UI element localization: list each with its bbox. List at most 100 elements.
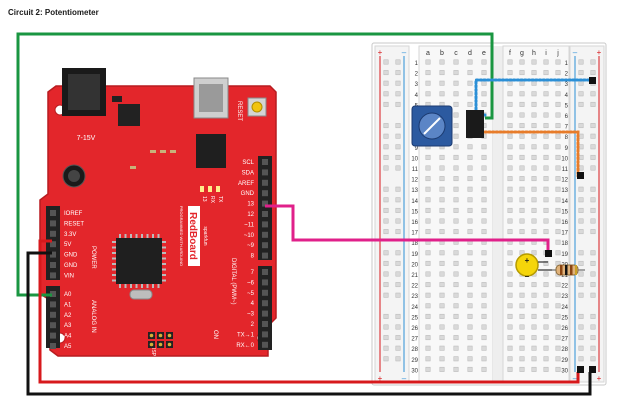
mcu-pin	[162, 257, 166, 260]
pin-label: TX→1	[237, 332, 255, 338]
breadboard-hole	[531, 345, 537, 351]
rail-hole	[578, 101, 584, 107]
led-label-13: 13	[201, 196, 207, 202]
breadboard-hole	[439, 335, 445, 341]
breadboard-hole	[481, 101, 487, 107]
breadboard-hole	[531, 324, 537, 330]
breadboard-hole	[481, 154, 487, 160]
rail-hole	[590, 144, 596, 150]
breadboard-hole	[519, 154, 525, 160]
row-label: 11	[562, 167, 569, 173]
breadboard-hole	[531, 123, 537, 129]
rail-hole	[395, 292, 401, 298]
rail-hole	[395, 197, 401, 203]
rail-hole	[395, 207, 401, 213]
breadboard-hole	[467, 282, 473, 288]
rail-hole	[578, 356, 584, 362]
header-pin	[262, 190, 268, 197]
rail-hole	[578, 313, 584, 319]
breadboard-hole	[467, 356, 473, 362]
row-label: 27	[411, 337, 418, 343]
pin-label: A1	[64, 302, 72, 308]
mcu-pin	[112, 263, 116, 265]
breadboard-holes	[383, 59, 596, 372]
resistor-band	[565, 265, 568, 275]
breadboard-hole	[543, 335, 549, 341]
rail-hole	[578, 218, 584, 224]
mcu-pin	[141, 284, 143, 288]
pin-label: SCL	[242, 160, 254, 166]
capacitor-top	[68, 170, 80, 182]
isp-pin-pad	[158, 342, 163, 347]
isp-pin-pad	[158, 333, 163, 338]
reset-label: RESET	[236, 101, 242, 121]
row-label: 17	[561, 231, 568, 237]
isp-pin-pad	[167, 333, 172, 338]
led-label-rx: RX	[209, 196, 215, 204]
breadboard-hole	[555, 207, 561, 213]
rail-hole	[590, 59, 596, 65]
breadboard-hole	[555, 303, 561, 309]
breadboard-hole	[555, 366, 561, 372]
endpoint	[545, 250, 552, 257]
breadboard-hole	[543, 356, 549, 362]
rail-hole	[395, 218, 401, 224]
digital-header-lower	[258, 266, 272, 350]
smd-part	[170, 150, 176, 153]
status-led	[200, 186, 204, 192]
breadboard-hole	[439, 345, 445, 351]
rail-hole	[590, 218, 596, 224]
row-label: 1	[565, 61, 569, 67]
breadboard-hole	[453, 207, 459, 213]
breadboard-hole	[543, 59, 549, 65]
breadboard-hole	[467, 186, 473, 192]
led-minus: –	[525, 272, 530, 281]
status-led	[208, 186, 212, 192]
breadboard-hole	[531, 292, 537, 298]
breadboard-hole	[507, 70, 513, 76]
breadboard-hole	[425, 345, 431, 351]
endpoint	[577, 366, 584, 373]
breadboard-hole	[453, 186, 459, 192]
row-label: 10	[561, 156, 568, 162]
breadboard-hole	[519, 123, 525, 129]
breadboard-hole	[543, 165, 549, 171]
breadboard-hole	[453, 165, 459, 171]
breadboard-hole	[425, 292, 431, 298]
breadboard-hole	[439, 356, 445, 362]
power-header-title: POWER	[90, 246, 96, 269]
wire-green-a0-to-pot	[16, 32, 494, 297]
rail-hole	[590, 165, 596, 171]
column-label: d	[468, 50, 472, 57]
mcu-pin	[162, 274, 166, 276]
mcu-pin	[157, 234, 160, 238]
breadboard-hole	[555, 176, 561, 182]
column-label: e	[482, 50, 486, 57]
breadboard-hole	[425, 91, 431, 97]
on-label: ON	[212, 330, 218, 339]
rail-hole	[578, 59, 584, 65]
breadboard-hole	[555, 165, 561, 171]
header-pin	[262, 252, 268, 259]
rail-hole	[383, 123, 389, 129]
rail-hole	[578, 207, 584, 213]
breadboard-hole	[543, 101, 549, 107]
row-label: 12	[561, 178, 568, 184]
pin-label: AREF	[238, 181, 254, 187]
breadboard-hole	[531, 250, 537, 256]
breadboard-hole	[543, 260, 549, 266]
breadboard-hole	[439, 282, 445, 288]
row-label: 2	[415, 72, 419, 78]
breadboard-hole	[425, 229, 431, 235]
breadboard-hole	[481, 59, 487, 65]
rail-hole	[395, 250, 401, 256]
breadboard-hole	[543, 324, 549, 330]
breadboard-hole	[543, 70, 549, 76]
breadboard-hole	[519, 70, 525, 76]
breadboard-hole	[507, 165, 513, 171]
diagram-title: Circuit 2: Potentiometer	[8, 8, 99, 17]
rail-hole	[590, 186, 596, 192]
pin-label: VIN	[64, 273, 74, 279]
rail-hole	[395, 70, 401, 76]
header-pin	[50, 230, 56, 237]
